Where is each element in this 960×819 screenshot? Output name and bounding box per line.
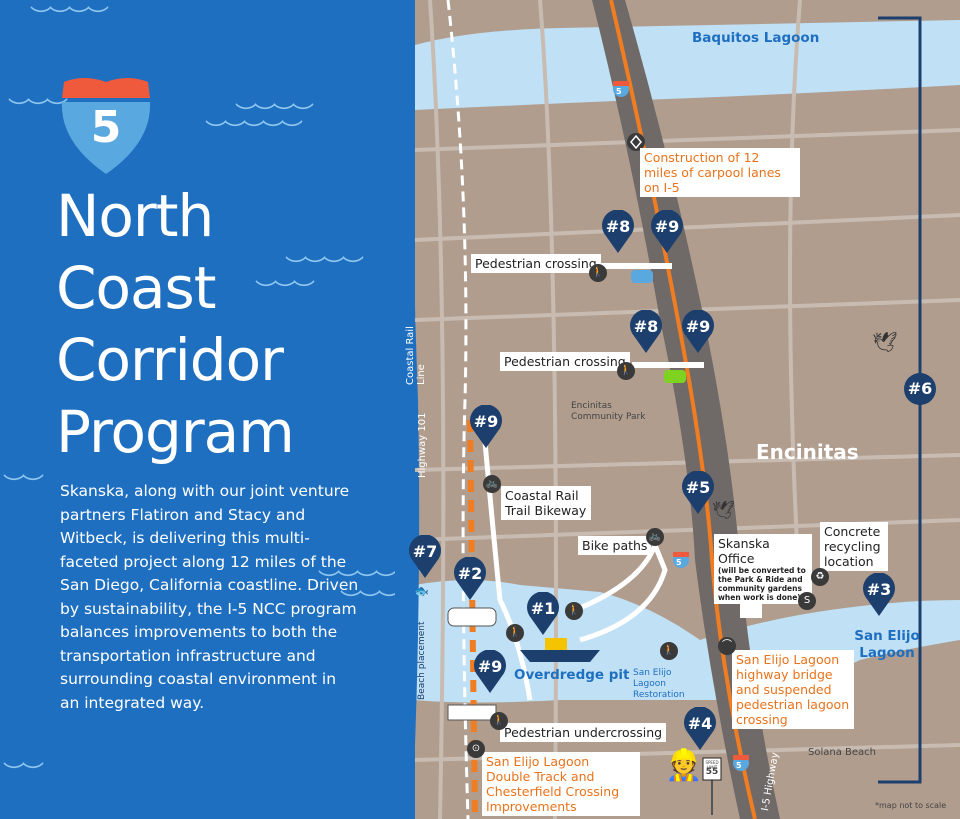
solana-beach-label: Solana Beach — [808, 747, 876, 758]
pedestrian-icon: 🚶 — [660, 642, 678, 660]
double-track-label: San Elijo Lagoon Double Track and Cheste… — [482, 752, 640, 816]
marker-3[interactable]: #3 — [862, 573, 896, 617]
baquitos-lagoon-label: Baquitos Lagoon — [692, 30, 820, 46]
pedestrian-crossing-label: Pedestrian crossing — [471, 254, 601, 273]
overdredge-pit-label: Overdredge pit — [514, 667, 630, 683]
baquitos-lagoon-water — [415, 20, 960, 110]
train-icon — [447, 704, 497, 721]
pedestrian-icon: 🚶 — [490, 712, 508, 730]
double-track-construction — [467, 419, 478, 819]
page-title: North Coast Corridor Program — [56, 180, 295, 468]
skanska-office-note: (will be converted to the Park & Ride an… — [718, 566, 806, 602]
pedestrian-bridge — [600, 263, 672, 269]
i5-route-shield-icon — [613, 81, 749, 771]
pedestrian-bridge — [632, 362, 704, 368]
wave-icon: ︶︶︶ — [340, 590, 400, 615]
marker-8[interactable]: #8 — [629, 310, 663, 354]
program-description: Skanska, along with our joint venture pa… — [60, 482, 359, 712]
marker-4[interactable]: #4 — [683, 707, 717, 751]
title-line: North — [56, 182, 214, 250]
lagoon-restoration-label: San Elijo Lagoon Restoration — [633, 668, 685, 700]
wave-icon: ︶︶︶ — [8, 98, 68, 123]
shield-number: 5 — [90, 102, 122, 153]
map-not-to-scale-note: *map not to scale — [875, 801, 947, 810]
coastal-rail-line — [446, 0, 470, 819]
highway-101-label: Highway 101 — [417, 412, 428, 478]
marker-5[interactable]: #5 — [681, 471, 715, 515]
carpool-diamond-icon — [627, 133, 645, 151]
pedestrian-crossing-label: Pedestrian crossing — [500, 352, 630, 371]
construction-workers-icon: 👷 — [665, 748, 703, 783]
marker-9[interactable]: #9 — [681, 310, 715, 354]
skanska-office-building — [740, 602, 762, 618]
encinitas-label: Encinitas — [756, 440, 859, 464]
marker-9[interactable]: #9 — [469, 405, 503, 449]
marker-9[interactable]: #9 — [473, 650, 507, 694]
beach-placement-label: Beach placement — [417, 621, 427, 701]
skanska-office-title: Skanska Office — [718, 536, 770, 566]
interstate-5-shield-icon: 5 — [58, 72, 154, 176]
bike-icon: 🚲 — [646, 528, 664, 546]
route-shield-label: 5 — [736, 761, 742, 770]
marker-8[interactable]: #8 — [601, 210, 635, 254]
marker-1[interactable]: #1 — [526, 592, 560, 636]
bike-icon: 🚲 — [483, 475, 501, 493]
title-line: Coast — [56, 254, 216, 322]
marker-9[interactable]: #9 — [650, 210, 684, 254]
pedestrian-undercrossing-label: Pedestrian undercrossing — [500, 723, 667, 742]
wave-icon: ︶︶︶︶ — [318, 570, 397, 595]
pedestrian-icon: 🚶 — [506, 624, 524, 642]
wave-icon: ︶︶︶ — [255, 280, 315, 305]
pedestrian-icon: 🚶 — [589, 264, 607, 282]
skanska-logo-icon: S — [798, 592, 816, 610]
marker-2[interactable]: #2 — [453, 557, 487, 601]
birds-icon: 🕊 — [872, 330, 898, 354]
car-icon — [664, 370, 686, 383]
i5-highway — [592, 0, 780, 819]
marker-6[interactable]: #6 — [903, 372, 937, 416]
concrete-recycling-label: Concrete recycling location — [820, 522, 888, 571]
route-shield-label: 5 — [676, 558, 682, 567]
train-icon — [447, 607, 497, 627]
coastal-rail-trail-bikeway — [480, 419, 533, 701]
wave-icon: ︶︶︶︶ — [30, 6, 109, 31]
wave-icon: ︶︶ — [3, 474, 44, 499]
wave-icon: ︶︶︶︶︶ — [205, 120, 303, 145]
birds-icon: 🕊 — [712, 500, 735, 521]
carpool-lanes-label: Construction of 12 miles of carpool lane… — [640, 148, 800, 197]
coastal-rail-trail-label: Coastal Rail Trail Bikeway — [501, 486, 591, 520]
san-elijo-bridge-label: San Elijo Lagoon highway bridge and susp… — [732, 650, 854, 729]
bridge-icon: ⌒ — [718, 637, 736, 655]
dredge-boat-icon — [520, 650, 600, 662]
ocean-panel: ︶︶︶︶ ︶︶︶ ︶︶︶︶ ︶︶︶︶︶ ︶︶︶︶ ︶︶︶ ︶︶ ︶︶︶︶ ︶︶︶… — [0, 0, 415, 819]
fish-icon: 🐟 — [414, 584, 429, 598]
wave-icon: ︶︶ — [3, 762, 44, 787]
bike-paths-label: Bike paths — [578, 536, 652, 555]
encinitas-park-label: Encinitas Community Park — [571, 401, 646, 422]
recycling-icon: ♻ — [811, 568, 829, 586]
route-shield-label: 5 — [616, 87, 622, 96]
skanska-office-label: Skanska Office (will be converted to the… — [714, 534, 812, 604]
title-line: Corridor — [56, 326, 284, 394]
speed-limit-sign-value: 55 — [705, 767, 719, 777]
speed-limit-sign-icon — [702, 757, 722, 781]
train-station-icon: ⊙ — [467, 740, 485, 758]
bike-paths — [569, 538, 668, 643]
marker-7[interactable]: #7 — [408, 535, 442, 579]
wave-icon: ︶︶︶︶ — [285, 256, 364, 281]
speed-limit-sign-top: SPEED LIMIT — [705, 760, 719, 770]
title-line: Program — [56, 398, 295, 466]
wave-icon: ︶︶︶︶ — [235, 103, 314, 128]
pedestrian-icon: 🚶 — [565, 602, 583, 620]
pedestrian-icon: 🚶 — [617, 362, 635, 380]
san-elijo-lagoon-label: San Elijo Lagoon — [854, 628, 920, 661]
car-icon — [631, 270, 653, 283]
coastal-rail-line-label: Coastal Rail Line — [405, 326, 427, 385]
